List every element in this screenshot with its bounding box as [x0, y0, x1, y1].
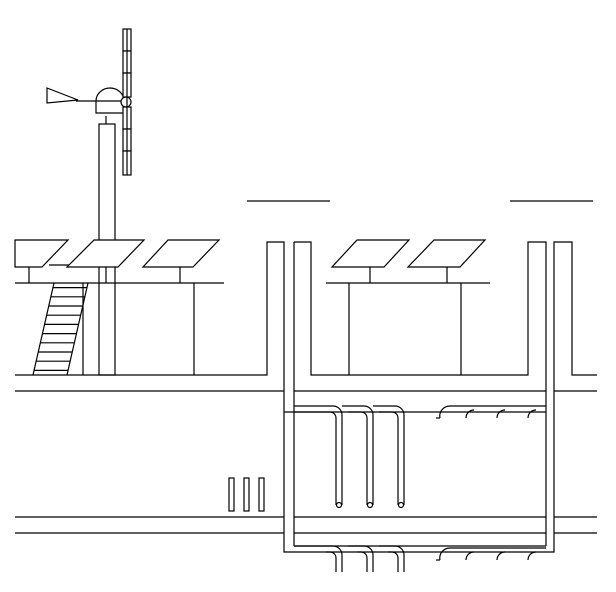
- solar-array-right: [326, 239, 490, 375]
- hook-outlet: [439, 547, 546, 561]
- solar-array-left: [14, 239, 224, 375]
- hook-outlet: [465, 551, 475, 561]
- pipe-drop: [294, 405, 343, 505]
- building-inner-wall: [294, 241, 547, 546]
- hook-outlet: [527, 409, 537, 419]
- hook-outlet: [496, 551, 506, 561]
- pipe-drop: [379, 411, 399, 505]
- pipe-drop: [388, 551, 399, 572]
- hooked-outlets-bottom: [436, 547, 546, 561]
- building-structure: [15, 200, 597, 553]
- ladder-rail: [66, 282, 89, 376]
- ladder-rungs: [34, 287, 87, 371]
- pipe-drop: [348, 545, 374, 572]
- pipe-drop: [379, 545, 405, 572]
- pipe-drops-top: [294, 405, 405, 509]
- hook-outlet: [439, 405, 546, 419]
- pipe-end-cap: [397, 501, 405, 509]
- solar-panel: [141, 239, 221, 268]
- pipe-drop: [294, 411, 337, 505]
- wind-turbine: [46, 28, 132, 376]
- solar-panel: [406, 239, 487, 268]
- pipe-drop: [357, 551, 368, 572]
- turbine-blades: [122, 28, 132, 176]
- turbine-tail-vane: [46, 87, 79, 104]
- vent-slot: [243, 477, 250, 512]
- solar-panel: [14, 239, 70, 268]
- solar-panel: [330, 239, 411, 268]
- ladder: [32, 282, 89, 376]
- pipe-end-cap: [335, 501, 343, 509]
- hooked-outlets-top: [436, 405, 546, 419]
- hook-outlet: [496, 409, 506, 419]
- building-outer-wall: [15, 241, 597, 553]
- hook-outlet: [465, 409, 475, 419]
- vent-slots: [228, 477, 265, 512]
- turbine-hub: [120, 96, 132, 108]
- vent-slot: [228, 477, 235, 512]
- pipe-drops-bottom: [294, 545, 405, 572]
- pipe-drop: [326, 551, 337, 572]
- pipe-end-cap: [366, 501, 374, 509]
- vent-slot: [258, 477, 265, 512]
- hook-outlet: [527, 551, 537, 561]
- ladder-rail: [32, 282, 55, 376]
- pipe-drop: [342, 405, 374, 505]
- solar-panel: [65, 239, 146, 268]
- pipe-drop: [373, 405, 405, 505]
- pipe-drop: [348, 411, 368, 505]
- pipe-drop: [294, 545, 343, 572]
